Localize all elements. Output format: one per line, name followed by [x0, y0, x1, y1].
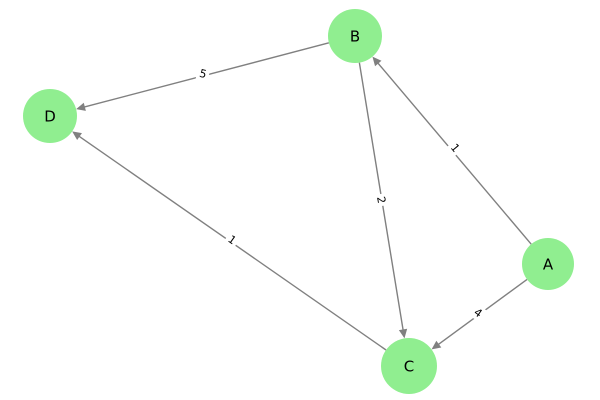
- edge-weight-backdrop: [223, 230, 241, 250]
- edge-weight-label-b-d: 5: [198, 67, 208, 81]
- arrowhead-icon-a-to-c: [431, 340, 442, 350]
- edge-weight-group-a-b: 1: [445, 138, 465, 158]
- node-circle-d[interactable]: [23, 89, 77, 143]
- node-circle-a[interactable]: [522, 238, 574, 290]
- node-label-b: B: [350, 28, 360, 46]
- arrowhead-icon-b-to-c: [398, 328, 408, 339]
- edge-weight-backdrop: [373, 192, 389, 208]
- node-label-d: D: [44, 108, 56, 126]
- edge-labels-layer: 5 2 1 4 1: [195, 65, 487, 323]
- nodes-layer: A B C D: [23, 9, 574, 394]
- edge-weight-group-b-c: 2: [373, 192, 389, 208]
- edge-weight-backdrop: [445, 138, 465, 158]
- arrowhead-icon-a-to-b: [372, 56, 382, 67]
- node-label-a: A: [543, 256, 554, 274]
- graph-node-b[interactable]: B: [328, 9, 382, 63]
- edge-weight-group-c-d: 1: [223, 230, 241, 250]
- arrowhead-icon-b-to-d: [76, 102, 86, 111]
- edge-weight-group-b-d: 5: [195, 65, 211, 83]
- graph-node-a[interactable]: A: [522, 238, 574, 290]
- edges-layer: [72, 42, 532, 351]
- graph-node-c[interactable]: C: [381, 338, 437, 394]
- node-circle-c[interactable]: [381, 338, 437, 394]
- node-circle-b[interactable]: [328, 9, 382, 63]
- arrowhead-icon-c-to-d: [72, 131, 82, 141]
- node-label-c: C: [404, 358, 414, 376]
- graph-node-d[interactable]: D: [23, 89, 77, 143]
- edge-weight-backdrop: [469, 303, 487, 323]
- edge-weight-group-a-c: 4: [469, 303, 487, 323]
- edge-weight-backdrop: [195, 65, 211, 83]
- edge-weight-label-b-c: 2: [374, 195, 388, 204]
